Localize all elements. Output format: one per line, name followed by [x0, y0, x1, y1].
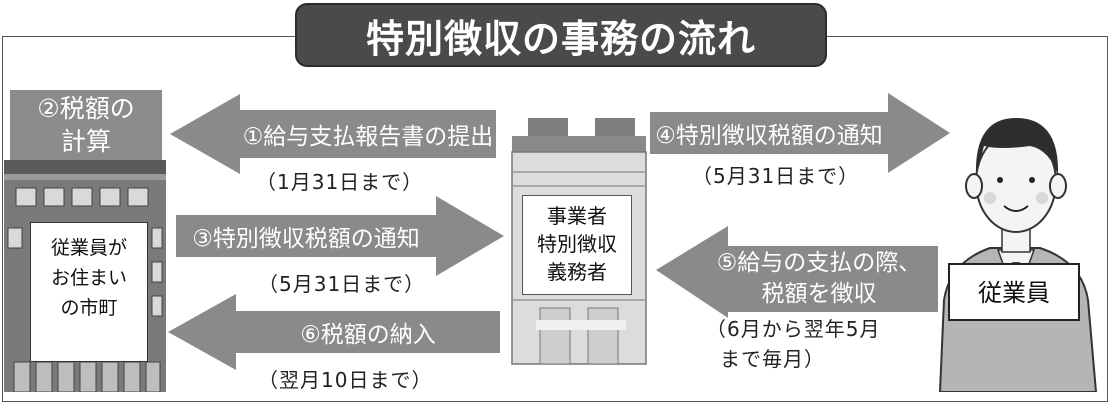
collect-arrow-label-line-1: ⑤給与の支払の際、: [716, 250, 922, 276]
page-title: 特別徴収の事務の流れ: [295, 3, 827, 67]
municipality-line-1: 従業員が: [50, 237, 127, 259]
collect-arrow-label-line-2: 税額を徴収: [761, 281, 877, 307]
notify-business-deadline: （5月31日まで）: [258, 272, 426, 296]
tax-calculation-line-2: 計算: [60, 127, 111, 156]
collect-period-line-1: （6月から翌年5月: [706, 317, 881, 341]
employee-person-icon: [938, 118, 1098, 392]
business-line-1: 事業者: [547, 204, 607, 228]
payment-deadline: （翌月10日まで）: [258, 368, 433, 392]
notify-business-arrow-label: ③特別徴収税額の通知: [192, 226, 420, 252]
notify-business-arrow: [176, 196, 504, 276]
payment-arrow: [168, 294, 500, 370]
collect-period: （6月から翌年5月 まで毎月）: [706, 314, 946, 374]
report-deadline: （1月31日まで）: [256, 170, 424, 194]
report-arrow-label: ①給与支払報告書の提出: [242, 124, 494, 150]
tax-calculation-label: ②税額の 計算: [10, 90, 162, 160]
collect-arrow: [656, 226, 938, 318]
business-line-2: 特別徴収: [537, 232, 617, 256]
business-line-3: 義務者: [547, 260, 607, 284]
notify-employee-arrow-label: ④特別徴収税額の通知: [655, 123, 883, 149]
payment-arrow-label: ⑥税額の納入: [300, 322, 436, 348]
report-arrow: [170, 94, 496, 174]
notify-employee-arrow: [650, 93, 950, 173]
collect-period-line-2: まで毎月）: [720, 347, 825, 371]
municipality-box: 従業員が お住まい の市町: [30, 222, 148, 362]
flow-diagram: 特別徴収の事務の流れ ②税額の 計算 ①給与支払報告書の提出 ③特別徴収税額の通…: [2, 3, 1108, 402]
municipality-line-3: の市町: [60, 297, 118, 319]
notify-employee-deadline: （5月31日まで）: [692, 164, 860, 188]
collect-arrow-label: ⑤給与の支払の際、 税額を徴収: [700, 246, 938, 312]
business-box: 事業者 特別徴収 義務者: [522, 195, 632, 295]
municipality-line-2: お住まい: [50, 267, 127, 289]
tax-calculation-line-1: ②税額の: [37, 94, 135, 123]
employee-box: 従業員: [948, 263, 1080, 321]
